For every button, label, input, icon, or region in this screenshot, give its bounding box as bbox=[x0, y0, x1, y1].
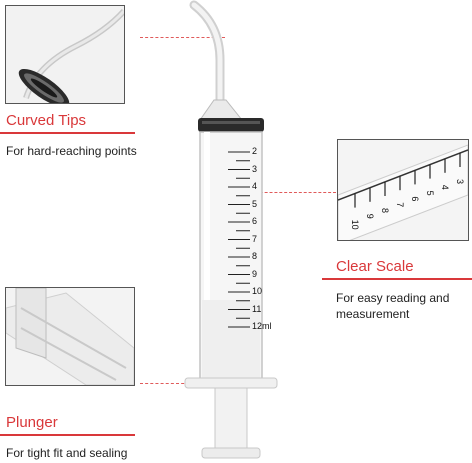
curved-tips-rule bbox=[0, 132, 135, 134]
clear-scale-description-line2: measurement bbox=[336, 307, 410, 321]
syringe-scale-label: 8 bbox=[252, 251, 258, 261]
inset-scale-label: 7 bbox=[395, 202, 405, 207]
curved-tip-inset bbox=[5, 5, 125, 104]
plunger-inset bbox=[5, 287, 135, 386]
curved-tips-description: For hard-reaching points bbox=[6, 144, 137, 158]
inset-scale-label: 3 bbox=[455, 179, 465, 184]
syringe-scale-label: 12ml bbox=[252, 321, 272, 331]
syringe-scale-label: 3 bbox=[252, 163, 258, 174]
inset-scale-label: 4 bbox=[440, 185, 450, 190]
inset-scale-label: 9 bbox=[365, 214, 375, 219]
syringe-scale-label: 11 bbox=[252, 303, 262, 314]
clear-scale-title: Clear Scale bbox=[336, 258, 414, 275]
plunger-description: For tight fit and sealing bbox=[6, 446, 128, 460]
plunger-callout-line bbox=[140, 383, 215, 384]
syringe-scale-label: 2 bbox=[252, 146, 258, 156]
inset-scale-label: 10 bbox=[350, 220, 360, 230]
clear-scale-description-line1: For easy reading and bbox=[336, 291, 450, 305]
syringe-scale-label: 5 bbox=[252, 198, 258, 209]
syringe-scale-label: 6 bbox=[252, 216, 258, 226]
curved-tip-callout-line bbox=[140, 37, 225, 38]
inset-scale-label: 6 bbox=[410, 196, 420, 201]
syringe-scale-label: 4 bbox=[252, 181, 258, 191]
syringe-scale-label: 9 bbox=[252, 268, 258, 279]
clear-scale-callout-line bbox=[250, 192, 336, 193]
clear-scale-rule bbox=[322, 278, 472, 280]
syringe-illustration bbox=[184, 0, 278, 459]
inset-scale-label: 8 bbox=[380, 208, 390, 213]
curved-tips-title: Curved Tips bbox=[6, 112, 87, 129]
inset-scale-label: 5 bbox=[425, 191, 435, 196]
syringe-scale-label: 7 bbox=[252, 233, 258, 244]
plunger-title: Plunger bbox=[6, 414, 58, 431]
plunger-rule bbox=[0, 434, 135, 436]
syringe-scale-label: 10 bbox=[252, 286, 263, 296]
